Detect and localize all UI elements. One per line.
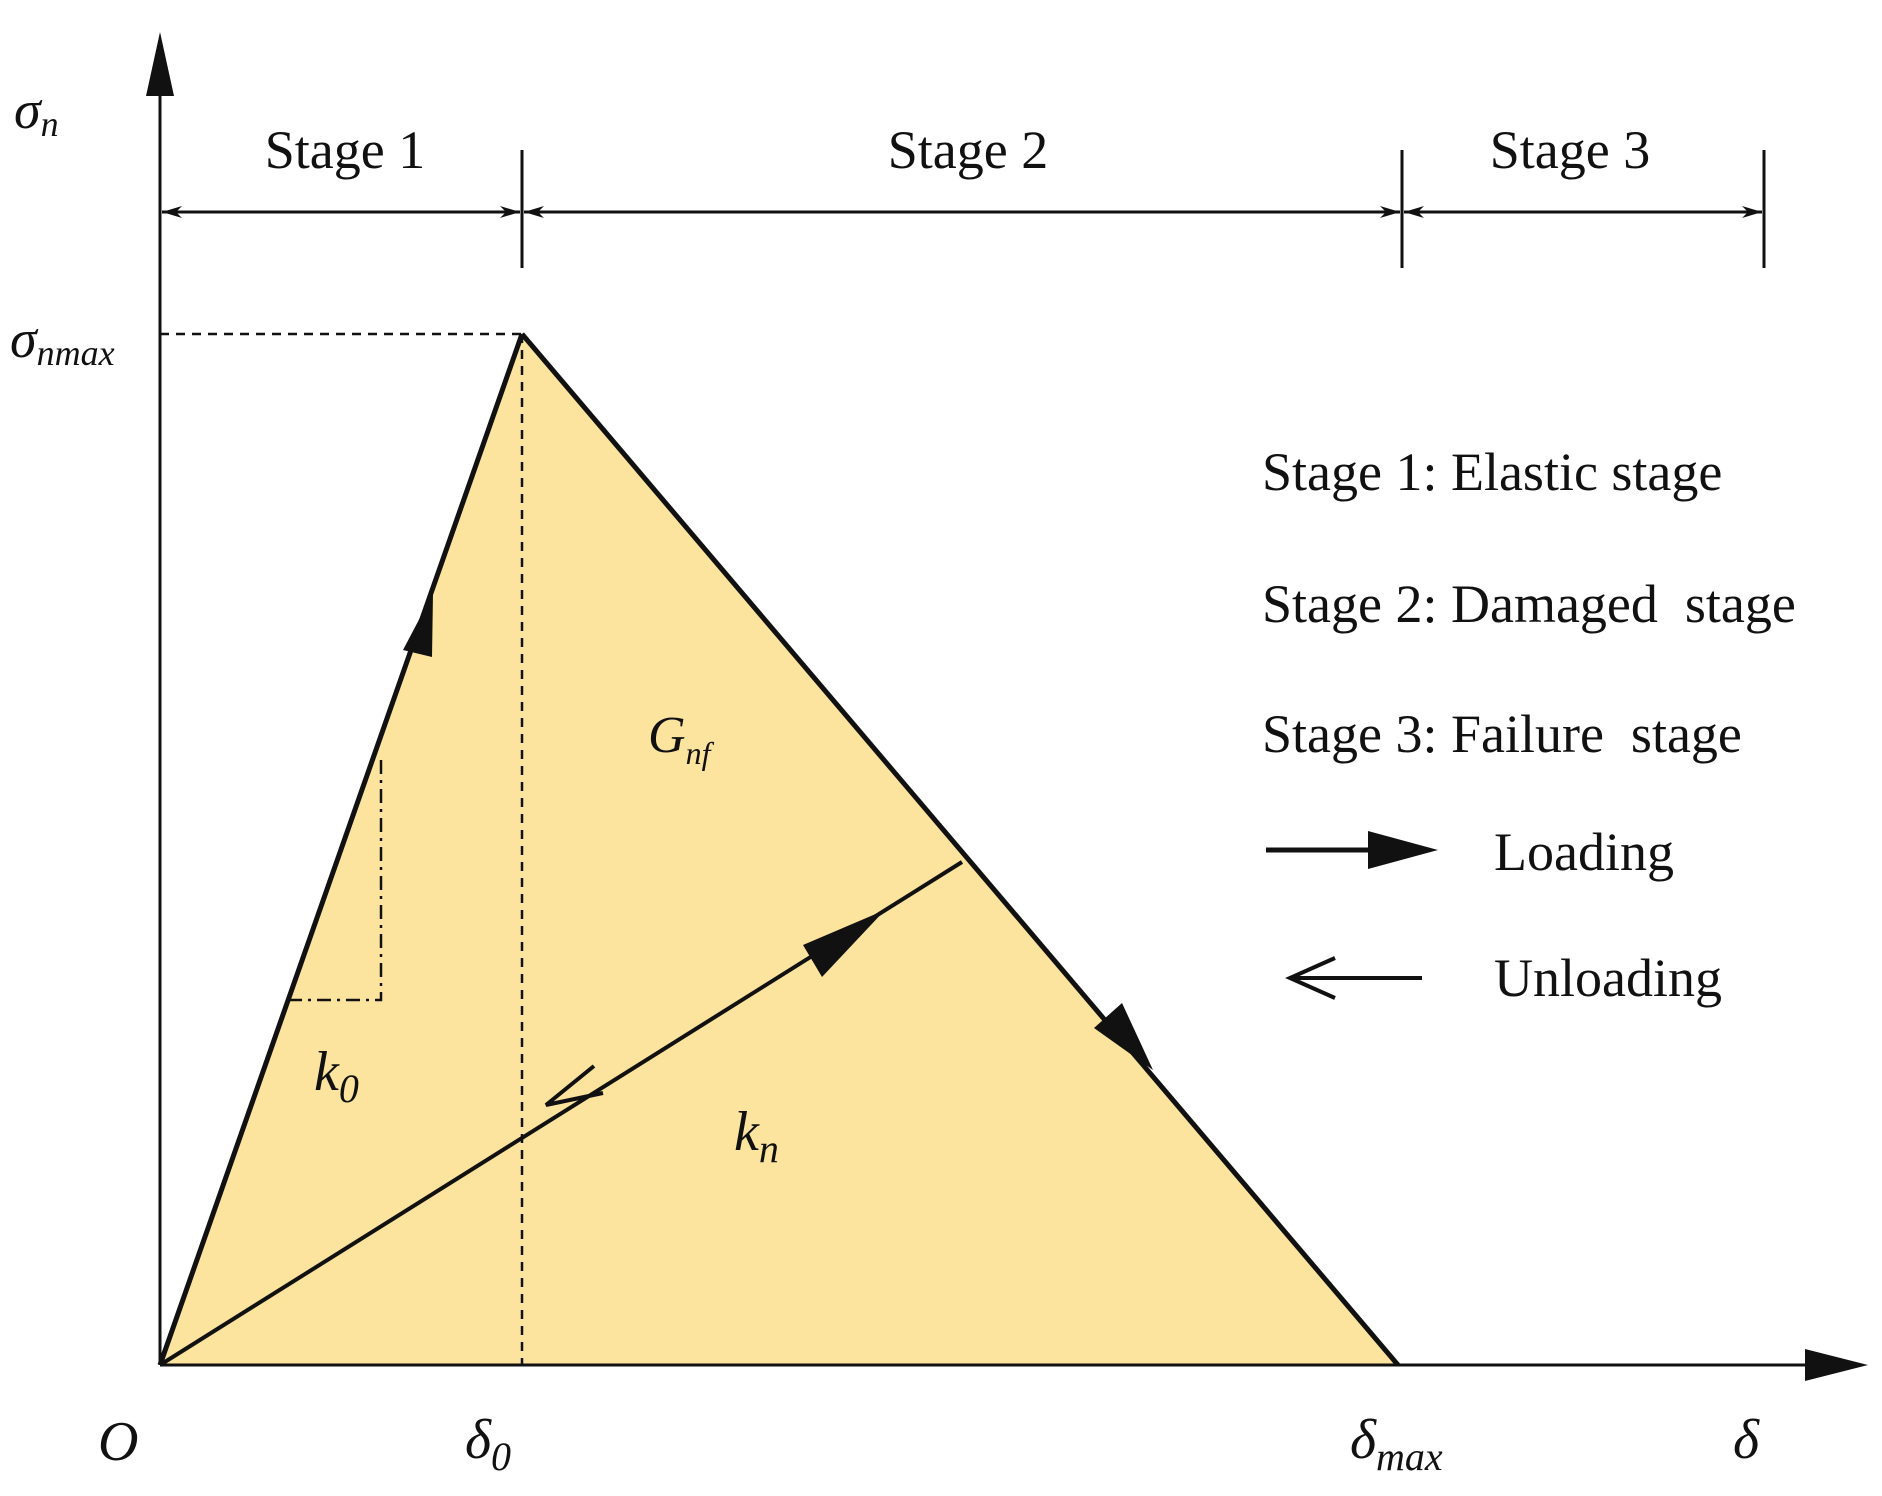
k0-slope-indicator [287, 760, 383, 1002]
loading-arrow-reload [803, 910, 885, 977]
legend-stage1: Stage 1: Elastic stage [1262, 442, 1722, 502]
stage1-label: Stage 1 [265, 120, 425, 180]
legend-unloading-arrowhead [1285, 956, 1336, 1000]
gnf-label: Gnf [648, 707, 715, 771]
loading-arrow-softening [1094, 1003, 1153, 1070]
delta0-label: δ0 [465, 1409, 511, 1479]
unloading-arrow [544, 1064, 604, 1107]
stage2-label: Stage 2 [888, 120, 1048, 180]
elastic-line [157, 333, 525, 1366]
legend-loading-arrowhead [1368, 831, 1438, 869]
loading-arrow-elastic [403, 593, 433, 657]
x-axis-label: δ [1733, 1409, 1760, 1471]
origin-label: O [98, 1411, 138, 1473]
stage3-label: Stage 3 [1490, 120, 1650, 180]
softening-line [520, 332, 1400, 1367]
x-axis-arrowhead [1805, 1349, 1868, 1381]
y-axis-label: σn [14, 80, 59, 144]
deltamax-label: δmax [1350, 1409, 1443, 1479]
k0-label: k0 [314, 1041, 359, 1111]
legend-stage3: Stage 3: Failure stage [1262, 704, 1742, 764]
kn-label: kn [734, 1101, 779, 1171]
sigma-max-label: σnmax [10, 309, 115, 373]
legend-stage2: Stage 2: Damaged stage [1262, 574, 1796, 634]
legend-loading-label: Loading [1494, 822, 1674, 882]
y-axis-arrowhead [146, 32, 174, 96]
legend-unloading-label: Unloading [1494, 948, 1722, 1008]
energy-triangle [160, 334, 1398, 1365]
